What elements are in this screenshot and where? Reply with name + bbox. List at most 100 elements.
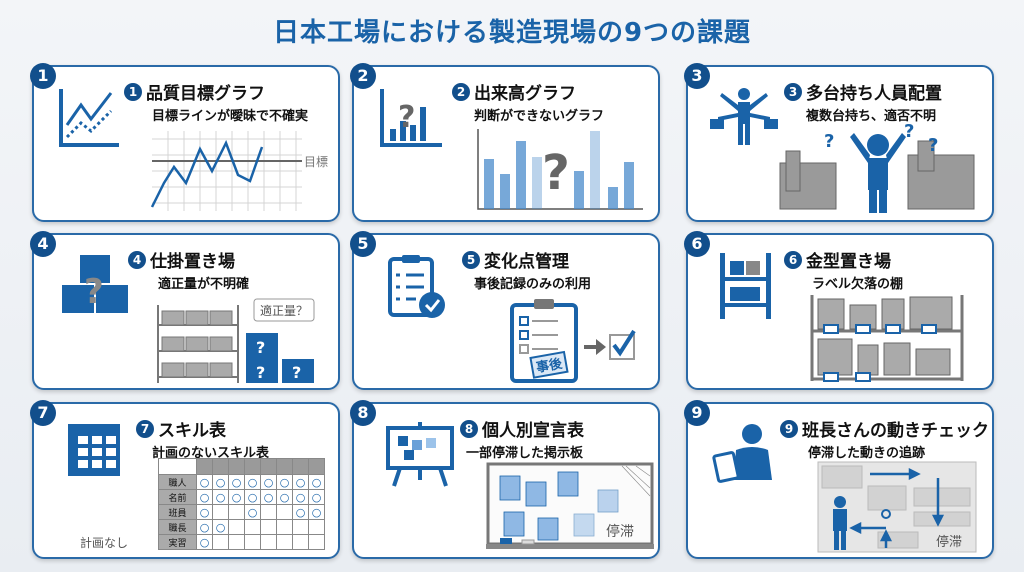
number-badge: 5	[462, 250, 480, 269]
skill-mark: ○	[276, 489, 293, 505]
skill-mark: ○	[196, 474, 213, 490]
panel-title: 出来高グラフ	[474, 84, 576, 104]
number-badge: 4	[128, 250, 146, 269]
skill-mark: ○	[292, 489, 309, 505]
skill-mark: ○	[260, 474, 277, 490]
panel-badge: 2	[350, 63, 376, 89]
skill-row-label: 名前	[158, 489, 197, 505]
number-badge: 6	[784, 250, 802, 269]
after-the-fact-clipboard: 事後	[510, 299, 636, 383]
panel-title: 多台持ち人員配置	[806, 84, 942, 104]
skill-mark: ○	[228, 489, 245, 505]
panel-title: 変化点管理	[484, 252, 569, 272]
table-grid-icon	[68, 424, 120, 476]
svg-text:?: ?	[904, 121, 914, 142]
panel-badge: 8	[350, 400, 376, 426]
skill-mark: ○	[212, 489, 229, 505]
panel-subtitle: 複数台持ち、適否不明	[806, 109, 937, 124]
skill-mark: ○	[212, 474, 229, 490]
line-chart-icon	[59, 89, 119, 147]
skill-row: 名前○○○○○○○○	[158, 489, 325, 505]
panel-badge: 7	[30, 400, 56, 426]
skill-mark: ○	[212, 519, 229, 535]
stalled-bulletin-board: 停滞	[486, 462, 654, 549]
die-shelf-illustration	[810, 295, 964, 382]
number-badge: 7	[136, 419, 154, 438]
panel-title: スキル表	[158, 421, 226, 441]
stalled-label: 停滞	[936, 534, 962, 550]
question-mark: ?	[542, 145, 570, 201]
panel-subtitle: 事後記録のみの利用	[474, 277, 592, 292]
skill-row: 班員○○○○	[158, 504, 325, 520]
question-mark: ?	[292, 363, 301, 382]
skill-row: 実習○	[158, 534, 325, 550]
question-mark: ?	[256, 363, 265, 382]
skill-mark: ○	[244, 504, 261, 520]
boxes-question-icon: ?	[62, 255, 128, 313]
panel-subtitle: 一部停滞した掲示板	[466, 446, 584, 461]
unclear-bar-graph: ?	[477, 129, 643, 210]
stalled-label: 停滞	[606, 523, 634, 540]
clipboard-check-icon	[388, 255, 445, 318]
skill-mark: ○	[244, 489, 261, 505]
panel-title: 品質目標グラフ	[146, 84, 265, 104]
skill-mark: ○	[308, 474, 325, 490]
svg-text:?: ?	[928, 135, 938, 156]
svg-text:?: ?	[824, 131, 834, 152]
number-badge: 8	[460, 419, 478, 438]
panel-title: 仕掛置き場	[150, 252, 235, 272]
skill-mark: ○	[308, 489, 325, 505]
leader-clipboard-icon	[712, 424, 772, 483]
panel-badge: 6	[684, 231, 710, 257]
page-title: 日本工場における製造現場の9つの課題	[272, 18, 752, 48]
question-mark: ?	[256, 338, 265, 357]
number-badge: 2	[452, 82, 470, 101]
number-badge: 9	[780, 419, 798, 438]
skill-row-label: 班員	[158, 504, 197, 520]
multi-arm-worker-icon	[710, 88, 778, 145]
panel-badge: 3	[684, 63, 710, 89]
target-label: 目標	[304, 155, 328, 169]
speech-bubble-text: 適正量？	[260, 303, 308, 318]
skill-mark: ○	[196, 489, 213, 505]
easel-board-icon	[386, 422, 454, 487]
skill-row-label: 実習	[158, 534, 197, 550]
panel-subtitle: 停滞した動きの追跡	[808, 446, 926, 461]
movement-tracking-map: 停滞	[817, 461, 977, 553]
shelf-icon	[720, 253, 771, 319]
skill-mark: ○	[308, 504, 325, 520]
bar-chart-question-icon: ?	[380, 89, 442, 147]
after-stamp: 事後	[535, 356, 564, 376]
panel-badge: 9	[684, 400, 710, 426]
panel-title: 班長さんの動きチェック	[802, 421, 989, 441]
skill-mark: ○	[196, 504, 213, 520]
skill-mark: ○	[276, 474, 293, 490]
panel-badge: 4	[30, 231, 56, 257]
panel-subtitle: 適正量が不明確	[158, 277, 250, 292]
panel-subtitle: 目標ラインが曖昧で不確実	[152, 109, 309, 124]
skill-mark: ○	[228, 474, 245, 490]
skill-mark: ○	[292, 504, 309, 520]
skill-row: 職人○○○○○○○○	[158, 474, 325, 490]
skill-row-label: 職長	[158, 519, 197, 535]
panel-title: 金型置き場	[806, 252, 891, 272]
skill-mark: ○	[196, 519, 213, 535]
panel-title: 個人別宣言表	[482, 421, 584, 441]
skill-mark: ○	[260, 489, 277, 505]
number-badge: 3	[784, 82, 802, 101]
panel-subtitle: 計画のないスキル表	[152, 446, 270, 461]
panel-badge: 1	[30, 63, 56, 89]
svg-text:?: ?	[398, 100, 415, 135]
target-line-graph: 目標	[150, 131, 328, 211]
skill-table: 職人○○○○○○○○名前○○○○○○○○班員○○○○職長○○実習○	[158, 458, 325, 550]
number-badge: 1	[124, 82, 142, 101]
skill-mark: ○	[292, 474, 309, 490]
